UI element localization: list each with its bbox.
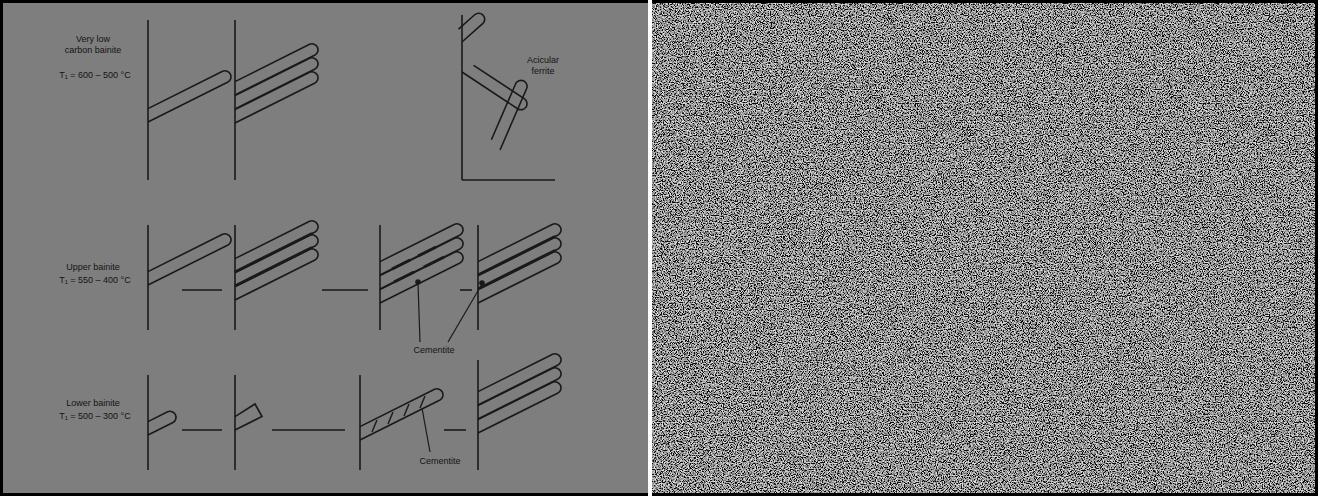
- divider: [648, 0, 652, 496]
- label-text: Cementite: [404, 345, 464, 356]
- micrograph-ground: [652, 3, 1315, 493]
- label-text: Acicular ferrite: [520, 55, 566, 77]
- micrograph: [652, 3, 1315, 493]
- left-panel: [3, 3, 648, 493]
- label-text: Very low carbon bainite: [62, 34, 124, 56]
- label-text: Cementite: [410, 456, 470, 467]
- label-text: T₁ = 600 – 500 °C: [52, 70, 138, 81]
- label-text: T₁ = 550 – 400 °C: [52, 275, 138, 286]
- label-text: Lower bainite: [58, 398, 128, 409]
- schematic: [148, 12, 561, 470]
- label-text: T₁ = 500 – 300 °C: [52, 411, 138, 422]
- label-text: Upper bainite: [58, 262, 128, 273]
